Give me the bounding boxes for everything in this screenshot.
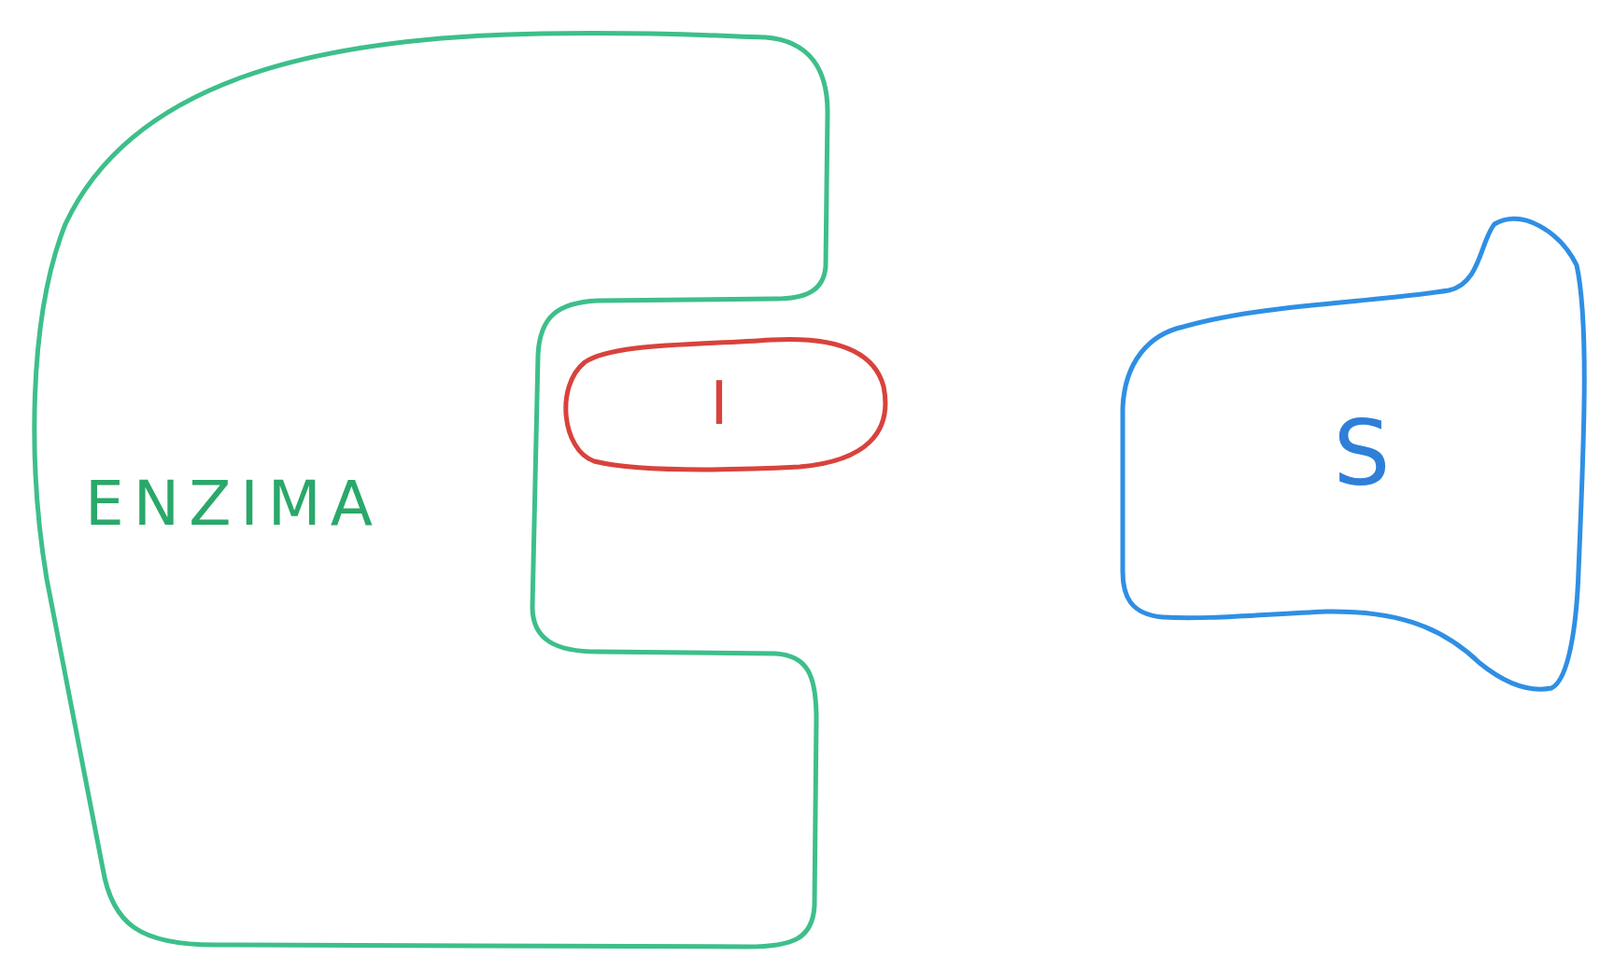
node-label: S	[1333, 409, 1391, 499]
shape-border	[1122, 219, 1585, 691]
inhibitor-shape: I	[556, 330, 895, 477]
shape-border	[34, 32, 828, 948]
shape-border	[566, 339, 886, 470]
node-label: I	[710, 373, 729, 434]
substrate-shape: S	[1111, 212, 1584, 694]
node-label: ENZIMA	[84, 473, 383, 536]
enzyme-shape: ENZIMA	[0, 0, 846, 957]
